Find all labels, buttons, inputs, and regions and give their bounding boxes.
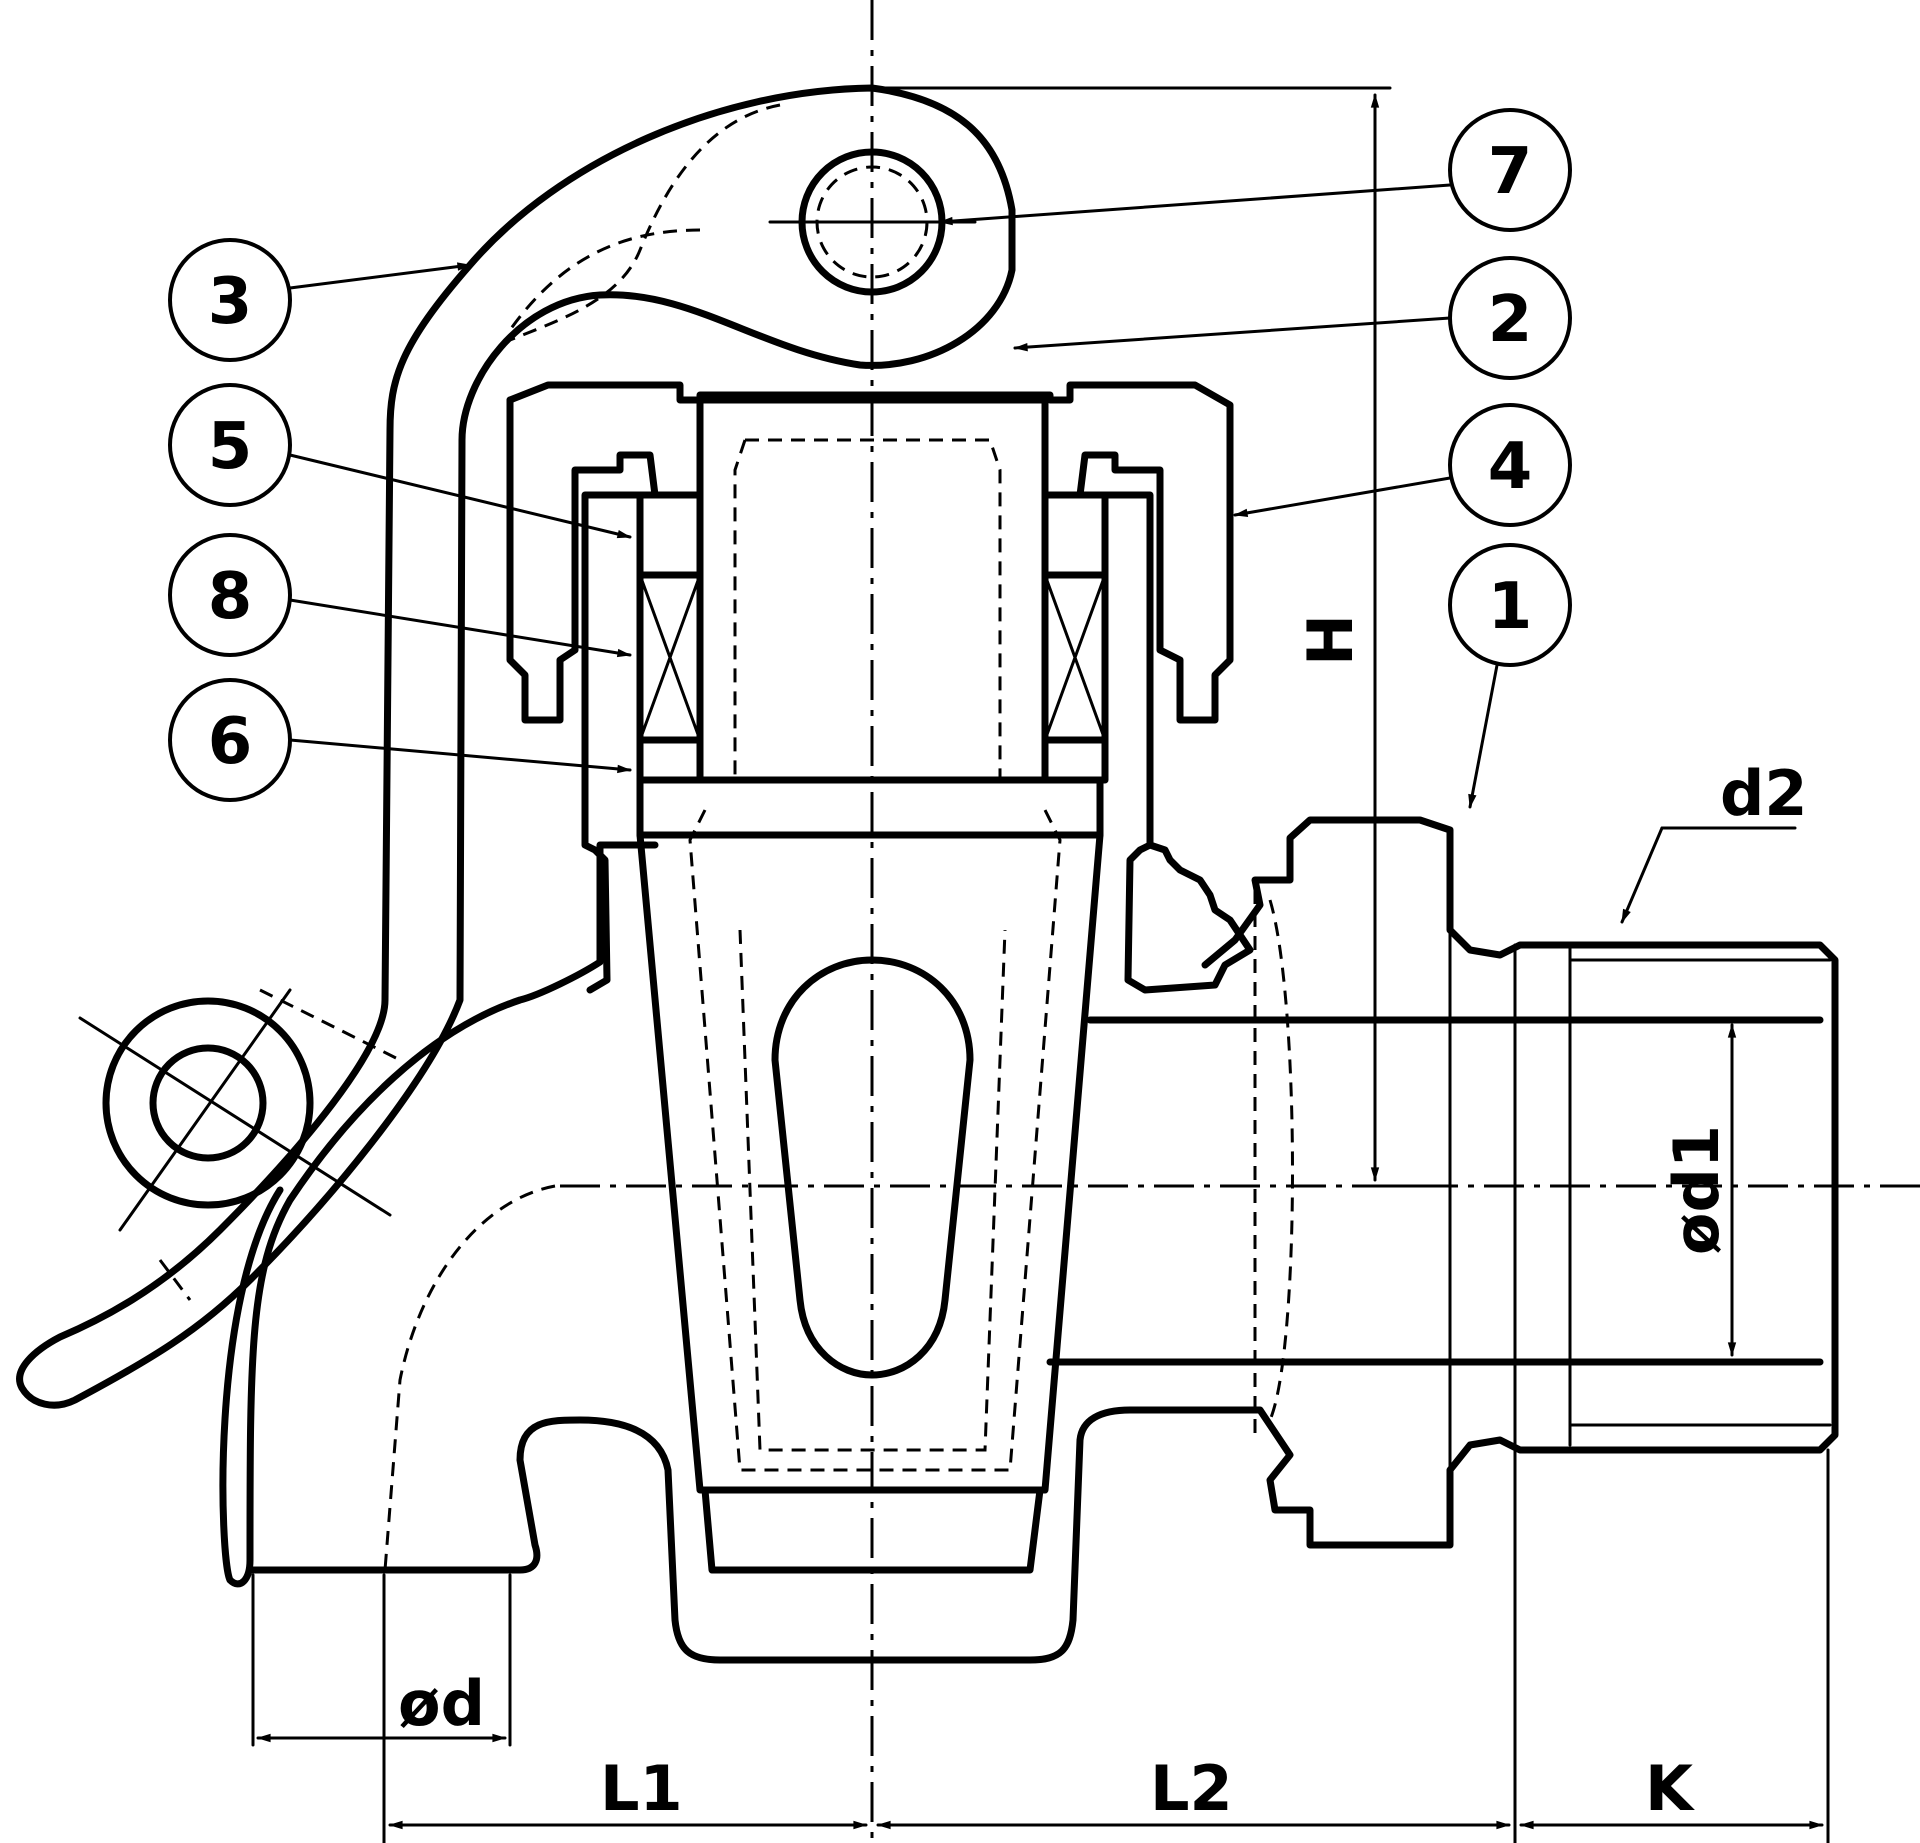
dimension-label-l2: L2 [1150,1752,1233,1825]
callout-4: 4 [1448,403,1572,527]
callout-6-label: 6 [208,705,253,779]
gland-nut-part-4 [506,381,1254,994]
plug-part-2 [636,396,1104,1574]
dimension-label-k: K [1645,1752,1695,1825]
dimension-label-l1: L1 [600,1752,683,1825]
callout-8-label: 8 [208,560,253,634]
callout-7-label: 7 [1488,135,1533,209]
dimension-label-d2: d2 [1720,757,1808,830]
callout-2-label: 2 [1488,283,1533,357]
callout-4-label: 4 [1488,430,1533,504]
callout-5-label: 5 [208,410,253,484]
ring-part-5 [636,491,1109,579]
callout-1: 1 [1448,543,1572,667]
dimension-label-h: H [1294,614,1367,666]
callout-2: 2 [1448,256,1572,380]
dimension-label-d1: ød1 [1660,1125,1733,1255]
callout-6: 6 [168,678,292,802]
callout-3-label: 3 [208,265,253,339]
callout-3: 3 [168,238,292,362]
callout-1-label: 1 [1488,570,1533,644]
callout-8: 8 [168,533,292,657]
callout-7: 7 [1448,108,1572,232]
leader-lines [288,183,1500,809]
callout-5: 5 [168,383,292,507]
lever-part-3 [16,84,1016,1409]
dimension-lines [251,86,1830,1843]
washer-part-6 [636,736,1109,784]
body-part-1 [219,816,1839,1664]
dimension-label-d: ød [398,1667,485,1740]
